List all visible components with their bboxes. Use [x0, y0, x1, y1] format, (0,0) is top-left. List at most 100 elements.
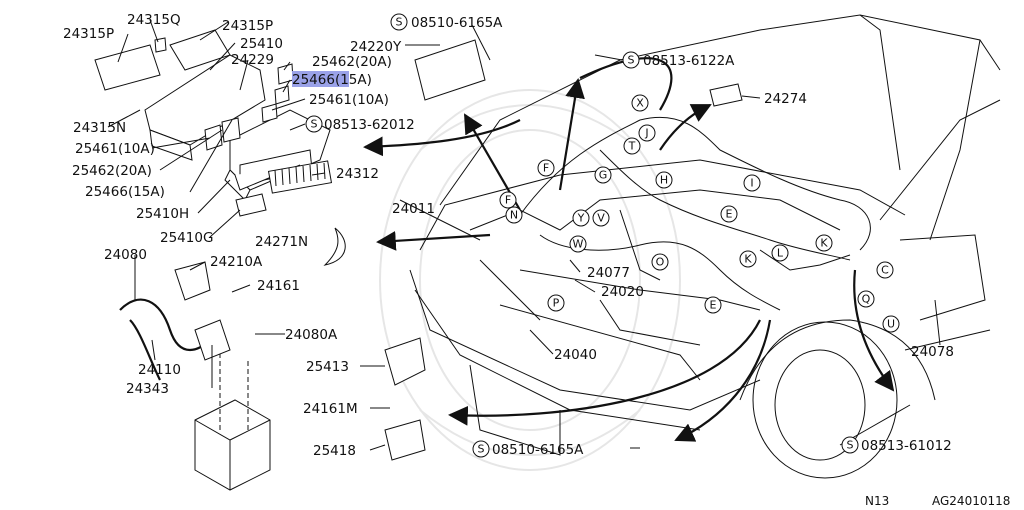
- direction-arrows: [363, 57, 895, 442]
- svg-text:S: S: [311, 118, 318, 131]
- label-24271n: 24271N: [255, 234, 308, 250]
- callout-f-upper: F: [537, 159, 555, 177]
- callout-t: T: [623, 137, 641, 155]
- callout-v: V: [592, 209, 610, 227]
- callout-k-right: K: [815, 234, 833, 252]
- svg-text:Y: Y: [577, 212, 585, 225]
- label-24312: 24312: [336, 166, 379, 182]
- label-25462-20a-top: 25462(20A): [312, 54, 392, 70]
- svg-text:L: L: [777, 247, 784, 260]
- label-08513-61012: 08513-61012: [861, 438, 952, 454]
- svg-text:V: V: [597, 212, 605, 225]
- svg-text:W: W: [573, 238, 584, 251]
- label-24161m: 24161M: [303, 401, 358, 417]
- callout-u: U: [882, 315, 900, 333]
- label-24110: 24110: [138, 362, 181, 378]
- svg-text:N: N: [510, 209, 518, 222]
- callout-l: L: [771, 244, 789, 262]
- svg-text:X: X: [636, 97, 644, 110]
- svg-text:F: F: [505, 194, 511, 207]
- label-08510-6165a-bottom: 08510-6165A: [492, 442, 584, 458]
- footer-code-right: AG24010118: [932, 494, 1010, 508]
- svg-text:S: S: [478, 443, 485, 456]
- callout-g: G: [594, 166, 612, 184]
- s-mark-08513-61012: S: [841, 436, 859, 454]
- callout-h: H: [655, 171, 673, 189]
- svg-text:P: P: [553, 297, 560, 310]
- callout-q: Q: [857, 290, 875, 308]
- label-24020: 24020: [601, 284, 644, 300]
- callout-e-lower: E: [704, 296, 722, 314]
- label-25466-15a-left: 25466(15A): [85, 184, 165, 200]
- highlight-25466: [292, 71, 349, 87]
- svg-text:C: C: [881, 264, 889, 277]
- label-24229: 24229: [231, 52, 274, 68]
- svg-text:S: S: [396, 16, 403, 29]
- callout-j: J: [638, 124, 656, 142]
- label-24078: 24078: [911, 344, 954, 360]
- label-08513-62012: 08513-62012: [324, 117, 415, 133]
- svg-text:S: S: [628, 54, 635, 67]
- label-24274: 24274: [764, 91, 807, 107]
- label-25461-10a-left: 25461(10A): [75, 141, 155, 157]
- vehicle-body: [409, 14, 1001, 479]
- s-mark-08510-bottom: S: [472, 440, 490, 458]
- label-24343: 24343: [126, 381, 169, 397]
- svg-text:H: H: [660, 174, 668, 187]
- callout-e-upper: E: [720, 205, 738, 223]
- label-25410: 25410: [240, 36, 283, 52]
- callout-n: N: [505, 206, 523, 224]
- callout-letters: X J T F G H I F N E Y V W O K K L C P E …: [499, 94, 900, 333]
- callout-w: W: [569, 235, 587, 253]
- svg-text:Q: Q: [862, 293, 871, 306]
- callout-k-left: K: [739, 250, 757, 268]
- diagram-footer: N13 AG24010118: [865, 494, 1010, 508]
- label-08510-6165a-top: 08510-6165A: [411, 15, 503, 31]
- callout-x: X: [631, 94, 649, 112]
- label-25410h: 25410H: [136, 206, 189, 222]
- label-25410g: 25410G: [160, 230, 213, 246]
- label-25466-15a-top: 25466(15A): [292, 72, 372, 88]
- svg-text:F: F: [543, 162, 549, 175]
- svg-text:G: G: [599, 169, 608, 182]
- svg-text:K: K: [744, 253, 752, 266]
- callout-o: O: [651, 253, 669, 271]
- leader-lines: [107, 19, 941, 451]
- callout-i: I: [743, 174, 761, 192]
- label-25461-10a-top: 25461(10A): [309, 92, 389, 108]
- label-24011: 24011: [392, 201, 435, 217]
- label-24080a: 24080A: [285, 327, 338, 343]
- svg-text:T: T: [628, 140, 636, 153]
- callout-y: Y: [572, 209, 590, 227]
- label-24080: 24080: [104, 247, 147, 263]
- fuse-block-assembly: [94, 29, 333, 217]
- callout-c: C: [876, 261, 894, 279]
- label-24315p-top: 24315P: [222, 18, 273, 34]
- svg-text:E: E: [710, 299, 717, 312]
- svg-text:I: I: [750, 177, 753, 190]
- s-mark-08510-top: S: [390, 13, 408, 31]
- footer-code-left: N13: [865, 494, 889, 508]
- label-25418: 25418: [313, 443, 356, 459]
- label-25413: 25413: [306, 359, 349, 375]
- battery-assembly: [119, 39, 743, 491]
- svg-text:K: K: [820, 237, 828, 250]
- label-24315p-left: 24315P: [63, 26, 114, 42]
- svg-text:U: U: [887, 318, 895, 331]
- s-mark-08513-62012: S: [305, 115, 323, 133]
- label-08513-6122a: 08513-6122A: [643, 53, 735, 69]
- label-24210a: 24210A: [210, 254, 263, 270]
- s-mark-08513-6122a: S: [622, 51, 640, 69]
- label-24315n: 24315N: [73, 120, 126, 136]
- screw-s-marks: S S S S S: [305, 13, 859, 458]
- label-24077: 24077: [587, 265, 630, 281]
- label-24161: 24161: [257, 278, 300, 294]
- svg-text:J: J: [644, 127, 648, 140]
- label-25462-20a-left: 25462(20A): [72, 163, 152, 179]
- callout-f-lower: F: [499, 191, 517, 209]
- svg-text:E: E: [726, 208, 733, 221]
- label-24040: 24040: [554, 347, 597, 363]
- part-labels: 24315Q 24315P 24315P 25410 24229 25462(2…: [63, 12, 954, 459]
